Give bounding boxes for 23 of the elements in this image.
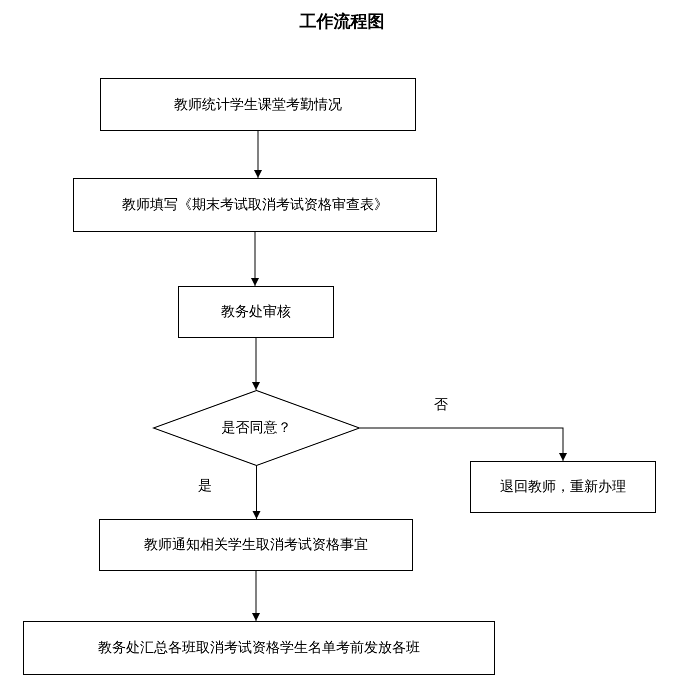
node-text: 是否同意？	[222, 419, 292, 437]
arrow	[252, 466, 260, 520]
edge-label: 否	[434, 396, 448, 414]
process-box	[100, 78, 416, 131]
arrow	[360, 428, 567, 462]
arrow	[252, 570, 260, 622]
node-text: 教务处汇总各班取消考试资格学生名单考前发放各班	[98, 639, 420, 657]
process-box	[23, 621, 495, 675]
node-text: 退回教师，重新办理	[500, 478, 626, 496]
arrow	[254, 130, 262, 178]
process-box	[73, 178, 437, 232]
process-box	[470, 461, 656, 513]
node-text: 教师填写《期末考试取消考试资格审查表》	[122, 196, 388, 214]
arrow	[251, 232, 259, 286]
node-text: 教师统计学生课堂考勤情况	[174, 96, 342, 114]
node-text: 教师通知相关学生取消考试资格事宜	[144, 536, 368, 554]
process-box	[99, 519, 413, 571]
node-text: 教务处审核	[221, 303, 291, 321]
edge-label: 是	[198, 477, 212, 495]
decision-diamond	[153, 390, 360, 466]
process-box	[178, 286, 334, 338]
arrow	[252, 338, 260, 390]
diagram-title: 工作流程图	[298, 11, 386, 33]
